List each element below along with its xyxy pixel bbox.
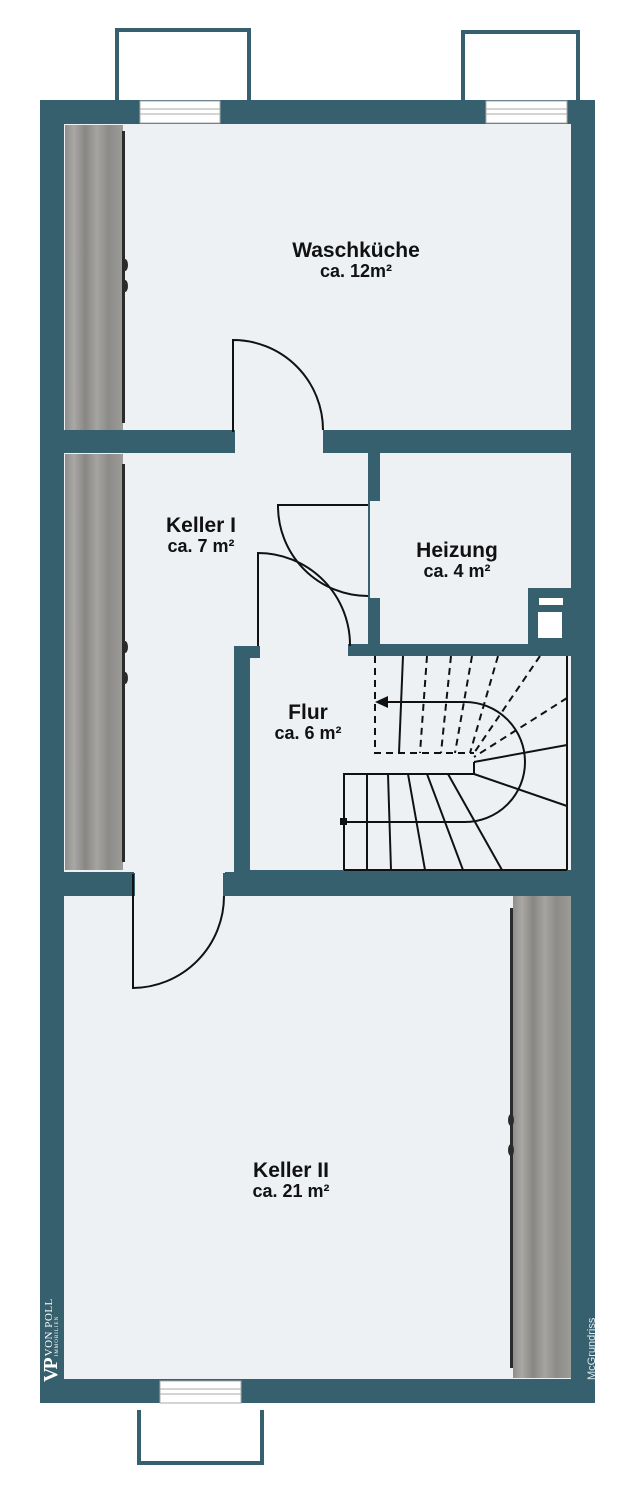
room-area: ca. 4 m² xyxy=(423,561,491,581)
light-well-icon xyxy=(115,28,580,1465)
room-area: ca. 21 m² xyxy=(252,1181,330,1201)
door-swing-icon xyxy=(132,338,369,990)
logo-mark: VP xyxy=(40,1359,62,1382)
room-name: Keller II xyxy=(253,1159,329,1182)
room-name: Flur xyxy=(288,701,328,724)
chimney-icon xyxy=(538,598,563,638)
logo-line2: IMMOBILIEN xyxy=(55,1315,60,1357)
room-name: Waschküche xyxy=(292,239,420,262)
von-poll-logo: VP VON POLL IMMOBILIEN xyxy=(40,1298,63,1382)
room-area: ca. 6 m² xyxy=(274,723,342,743)
room-name: Keller I xyxy=(165,514,237,537)
credit-text: McGrundriss xyxy=(586,1317,598,1380)
room-area: ca. 7 m² xyxy=(167,536,235,556)
floor-areas xyxy=(64,124,571,1379)
room-label-waschkueche: Waschküche ca. 12m² xyxy=(292,240,420,280)
room-label-keller1: Keller I ca. 7 m² xyxy=(166,515,236,555)
room-label-heizung: Heizung ca. 4 m² xyxy=(416,540,498,580)
room-label-keller2: Keller II ca. 21 m² xyxy=(252,1160,329,1200)
room-name: Heizung xyxy=(416,539,498,562)
room-label-flur: Flur ca. 6 m² xyxy=(274,702,341,742)
stairs-icon xyxy=(340,655,568,871)
room-area: ca. 12m² xyxy=(319,261,393,281)
interior-walls xyxy=(64,430,571,896)
logo-line1: VON POLL xyxy=(43,1298,55,1357)
cabinet xyxy=(65,125,571,1378)
window-icon xyxy=(139,100,568,1404)
